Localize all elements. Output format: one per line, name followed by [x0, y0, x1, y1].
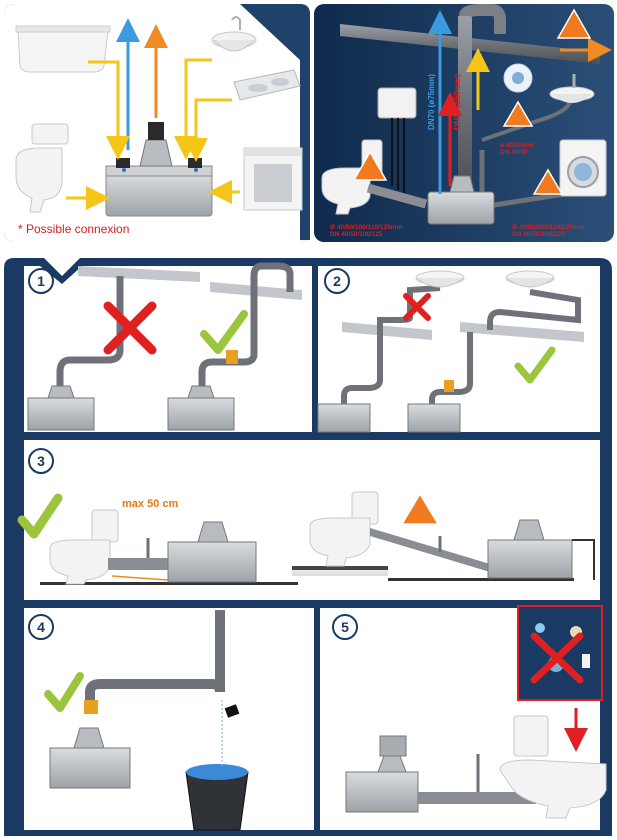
dishwasher-icon — [243, 147, 303, 211]
check-icon-3 — [17, 493, 63, 539]
dims-left: Ø 40/50/100/110/125mm DN 40/50/100/125 — [330, 224, 403, 238]
step-number-2: 2 — [324, 268, 350, 294]
pipe-label-red: DN50 (ø50mm) — [453, 74, 462, 130]
step3-diagram — [17, 491, 595, 585]
washing-machine-icon — [559, 139, 607, 197]
basin-icon-right — [549, 74, 595, 103]
check-icon — [200, 310, 248, 354]
pipe-label-blue: DN70 (ø75mm) — [427, 74, 436, 130]
dims-right: Ø 40/50/100/110/125mm DN 40/50/100/125 — [512, 224, 585, 238]
cross-icon — [103, 301, 157, 355]
slope-warning-icon — [352, 8, 592, 195]
step-number-5: 5 — [332, 614, 358, 640]
washbasin-icon — [211, 16, 257, 52]
flow-arrows — [66, 18, 240, 210]
pump-tank-right — [427, 175, 495, 225]
step-number-3: 3 — [28, 448, 54, 474]
check-icon-4 — [44, 672, 84, 712]
step4-diagram — [44, 610, 249, 831]
step-number-4: 4 — [28, 614, 54, 640]
sink-pipe-dims: ø 40/50mm DN 40/50 — [500, 142, 534, 156]
toilet-icon — [15, 123, 69, 213]
step5-diagram — [345, 605, 607, 819]
panel-frame — [240, 4, 310, 240]
possible-connection-note: * Possible connexion — [18, 222, 130, 236]
cross-icon-2 — [403, 293, 431, 321]
bathtub-icon — [15, 25, 111, 73]
step-number-1: 1 — [28, 268, 54, 294]
step1-diagram — [27, 262, 302, 431]
check-icon-2 — [514, 346, 556, 384]
step2-diagram — [317, 270, 584, 433]
pump-tank — [105, 122, 213, 217]
control-box — [377, 87, 417, 119]
kitchen-sink-icon — [233, 69, 301, 101]
max-distance-label: max 50 cm — [122, 498, 179, 510]
